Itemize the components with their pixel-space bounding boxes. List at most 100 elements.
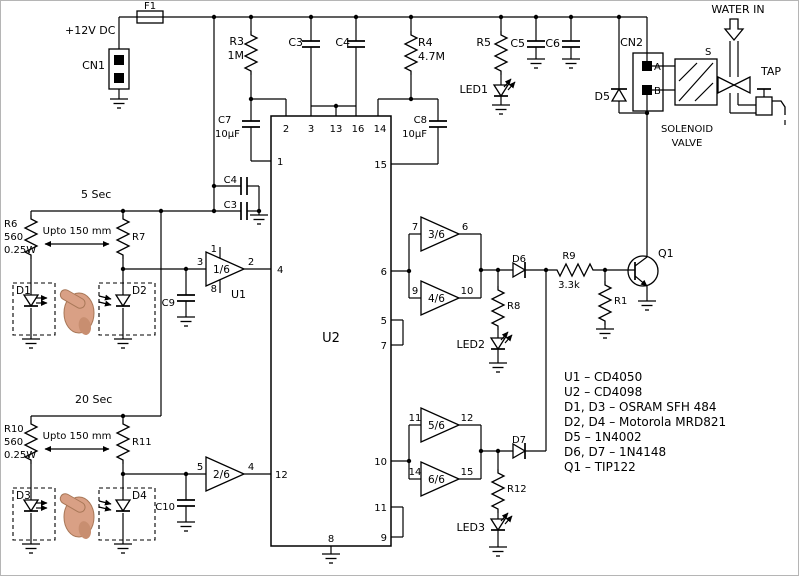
tap-label: TAP (760, 65, 781, 78)
resistor-r8 (491, 285, 505, 331)
capacitor-c3b-label: C3 (224, 200, 237, 211)
led3-label: LED3 (456, 521, 485, 534)
u2-pin-10: 10 (374, 457, 387, 468)
power-indicator-section: R5 LED1 C5 C6 (459, 17, 581, 115)
diode-d4-label: D4 (132, 490, 147, 502)
ground-c5 (526, 58, 546, 69)
cn1-pin-1 (114, 55, 124, 65)
u1-buffer3-symbol (420, 215, 461, 253)
capacitor-c7-label: C7 (218, 115, 231, 126)
u1-buffer3-label: 3/6 (428, 229, 445, 241)
capacitor-c8-value: 10µF (402, 129, 427, 140)
capacitor-c3b (240, 201, 248, 221)
ground-decoupling (249, 214, 269, 225)
sensor-20s-header: 20 Sec (75, 393, 112, 406)
u2-pin-11: 11 (374, 503, 387, 514)
diode-d5-symbol (610, 88, 628, 102)
parts-list-item: U1 – CD4050 (564, 370, 642, 384)
capacitor-c4b (240, 176, 248, 196)
u1-pin-11: 11 (409, 413, 422, 424)
led2-label: LED2 (456, 338, 485, 351)
resistor-r3 (244, 30, 258, 76)
solenoid-coil-body (674, 58, 718, 106)
ground-d4 (113, 543, 133, 554)
capacitor-c6-label: C6 (545, 37, 560, 50)
resistor-r7-label: R7 (132, 232, 145, 243)
u1-buffer4-label: 4/6 (428, 293, 445, 305)
led2-symbol (491, 332, 512, 349)
sensor-box-d4 (98, 487, 156, 541)
u2-pin-1: 1 (277, 157, 283, 168)
sensor-20s-section: 20 Sec R10 560 0.25W Upto 150 mm R11 D3 … (4, 211, 271, 554)
u1-pin-2: 2 (248, 257, 254, 268)
u1-pin-5: 5 (197, 462, 203, 473)
u1-buffer6-label: 6/6 (428, 474, 445, 486)
u1-buffer2-symbol (205, 455, 246, 493)
power-input-section: F1 +12V DC CN1 (65, 1, 647, 109)
water-in-label: WATER IN (711, 3, 764, 16)
u1-pin-1: 1 (211, 244, 217, 255)
u2-pin-5: 5 (381, 316, 387, 327)
ground-c9 (176, 316, 196, 327)
resistor-r10-value: 560 (4, 437, 23, 448)
resistor-r5-label: R5 (476, 36, 491, 49)
solenoid-valve-caption-1: SOLENOID (661, 124, 713, 135)
resistor-r1-label: R1 (614, 296, 627, 307)
diode-d1-label: D1 (16, 285, 31, 297)
u1-pin-14: 14 (409, 467, 422, 478)
resistor-r12 (491, 468, 505, 514)
capacitor-c7-value: 10µF (215, 129, 240, 140)
ground-q1-emitter (637, 300, 657, 311)
led1-symbol (494, 79, 515, 96)
solenoid-valve-assembly: S WATER IN TAP SOLENOID VALVE (661, 3, 786, 149)
resistor-r11-label: R11 (132, 437, 152, 448)
led3-symbol (491, 513, 512, 530)
range-5s-label: Upto 150 mm (43, 226, 112, 237)
parts-list-item: D6, D7 – 1N4148 (564, 445, 666, 459)
u2-pin-2: 2 (283, 124, 289, 135)
supply-voltage-label: +12V DC (65, 24, 116, 37)
u2-pin-7: 7 (381, 341, 387, 352)
parts-list-item: D1, D3 – OSRAM SFH 484 (564, 400, 717, 414)
resistor-r9 (552, 263, 598, 277)
ground-led3 (488, 546, 508, 557)
diode-d5-label: D5 (595, 90, 610, 103)
u1-buffer1-symbol (205, 250, 246, 288)
resistor-r10-power: 0.25W (4, 450, 36, 461)
u1-pin-8: 8 (211, 284, 217, 295)
diode-d3-label: D3 (16, 490, 31, 502)
solenoid-valve-caption-2: VALVE (672, 138, 703, 149)
photodetector-d2-symbol (99, 295, 130, 306)
timing-network: R3 1M C3 C4 R4 4.7M C7 10µF C8 10µF (215, 17, 448, 165)
u1-buffer1-label: 1/6 (213, 264, 230, 276)
junction-dots (120, 14, 650, 477)
u2-ic: U2 2 3 13 16 14 1 15 4 6 5 7 12 10 11 9 … (270, 115, 404, 564)
tap-icon (755, 88, 786, 125)
u1-pin-15: 15 (461, 467, 474, 478)
resistor-r8-label: R8 (507, 301, 520, 312)
u1-pin-9: 9 (412, 286, 418, 297)
ground-r1 (595, 328, 615, 339)
capacitor-c5-label: C5 (510, 37, 525, 50)
range-20s-label: Upto 150 mm (43, 431, 112, 442)
solenoid-connector-section: CN2 D5 A B (595, 17, 675, 257)
ground-led2 (488, 362, 508, 373)
resistor-r9-label: R9 (562, 251, 575, 262)
u1-pin-12: 12 (461, 413, 474, 424)
hand-image-2 (57, 491, 95, 541)
ground-d2 (113, 338, 133, 349)
u1-pin-4: 4 (248, 462, 254, 473)
resistor-r11 (116, 419, 130, 465)
resistor-r4-label: R4 (418, 36, 433, 49)
u1-buffer5-symbol (420, 406, 461, 444)
u2-pin-12: 12 (275, 470, 288, 481)
u1-pin-3: 3 (197, 257, 203, 268)
resistor-r1 (598, 280, 612, 326)
capacitor-c4-label: C4 (335, 36, 350, 49)
u2-pin-6: 6 (381, 267, 387, 278)
u1-pin-10: 10 (461, 286, 474, 297)
u2-pin-14: 14 (374, 124, 387, 135)
u2-pin-16: 16 (352, 124, 365, 135)
